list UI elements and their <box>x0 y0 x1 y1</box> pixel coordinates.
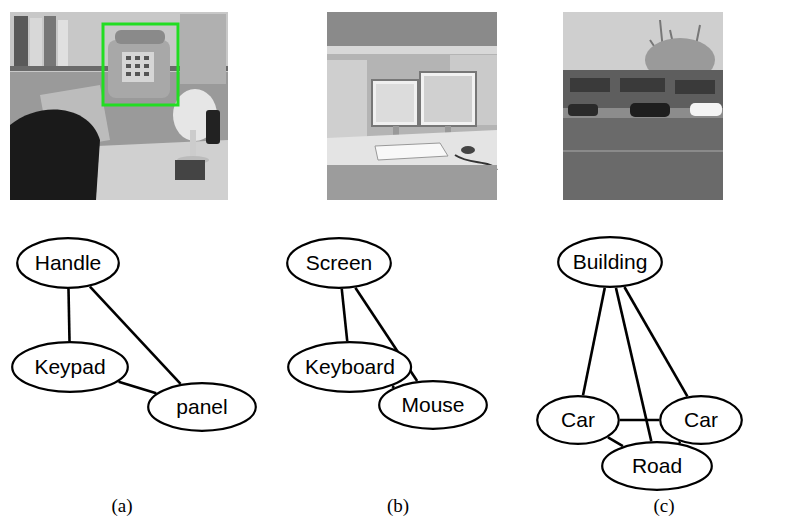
ellipse-node: Handle <box>16 237 120 289</box>
graph-edge <box>342 289 347 341</box>
ellipse-node: Mouse <box>378 380 488 430</box>
graph-edge <box>679 442 680 443</box>
node-label: Building <box>573 250 648 274</box>
graph-edge <box>392 386 394 387</box>
ellipse-node: Car <box>659 395 743 445</box>
node-label: panel <box>176 395 227 419</box>
node-label: Keyboard <box>305 355 395 379</box>
graph-edge <box>608 437 623 446</box>
graph-edge <box>616 288 651 441</box>
street-photo <box>563 12 723 200</box>
panel-caption: (c) <box>653 495 674 517</box>
ellipse-node: Screen <box>286 237 392 289</box>
ellipse-node: Car <box>536 395 620 445</box>
panel-caption: (b) <box>387 495 409 517</box>
node-label: Handle <box>35 251 102 275</box>
graph-edge <box>119 382 157 393</box>
node-label: Mouse <box>401 393 464 417</box>
node-label: Road <box>632 454 682 478</box>
panel-caption: (a) <box>111 495 132 517</box>
node-label: Car <box>684 408 718 432</box>
node-label: Keypad <box>34 355 105 379</box>
desk-photo <box>327 12 497 200</box>
ellipse-node: Keyboard <box>287 341 412 393</box>
ellipse-node: panel <box>147 382 257 432</box>
graph-edge <box>68 289 69 341</box>
ellipse-node: Keypad <box>11 341 129 393</box>
graph-edge <box>583 288 605 395</box>
node-label: Car <box>561 408 595 432</box>
ellipse-node: Road <box>601 441 713 491</box>
office-photo <box>10 12 228 200</box>
graph-edge <box>624 287 687 396</box>
graph-edge <box>620 419 659 422</box>
ellipse-node: Building <box>557 236 663 288</box>
node-label: Screen <box>306 251 373 275</box>
